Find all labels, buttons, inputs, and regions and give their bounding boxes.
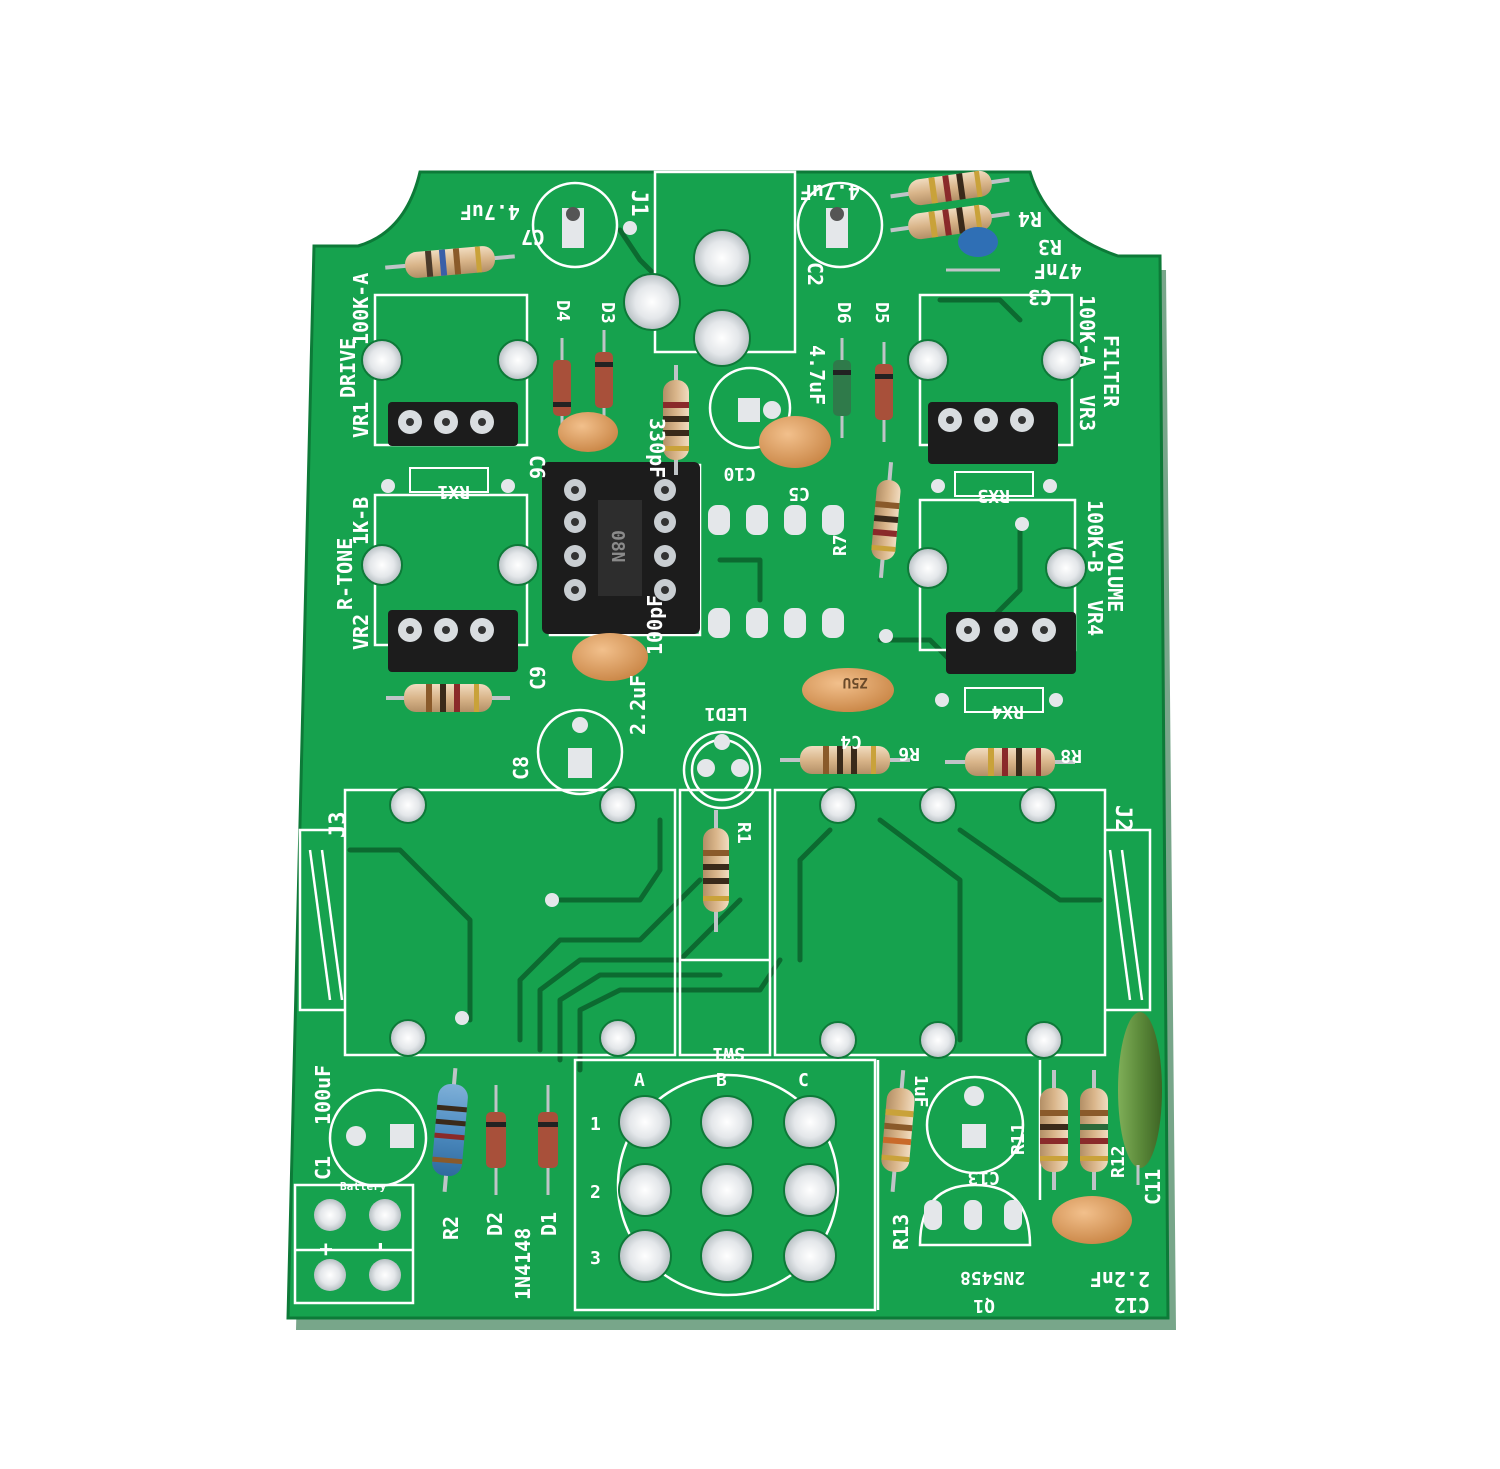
- film-cap-c11: [1118, 1012, 1162, 1185]
- label-led1: LED1: [705, 703, 748, 724]
- label-c13: C13: [967, 1167, 1000, 1188]
- resistors: [385, 170, 1108, 1192]
- label-c9: C9: [526, 666, 550, 690]
- led-pads: [697, 734, 749, 777]
- label-sw-name: SW1: [712, 1043, 745, 1064]
- label-r2: R2: [439, 1216, 463, 1240]
- label-r1: R1: [733, 822, 754, 844]
- label-c4: C4: [840, 731, 862, 752]
- label-c6: C6: [525, 455, 549, 479]
- label-c7-value: 4.7uF: [460, 200, 520, 224]
- label-sw-row-1: 1: [590, 1114, 601, 1135]
- label-c3: C3: [1028, 285, 1052, 309]
- label-diode-part: 1N4148: [511, 1228, 535, 1300]
- label-r6: R6: [898, 743, 920, 764]
- label-c12-value: 2.2nF: [1090, 1267, 1150, 1291]
- label-c9-value: 100pF: [643, 595, 667, 655]
- label-q1-part: 2N5458: [960, 1267, 1025, 1288]
- label-vr3: VR3: [1075, 395, 1099, 431]
- label-vr2: VR2: [349, 614, 373, 650]
- label-c7: C7: [521, 225, 545, 249]
- label-minus: -: [368, 1240, 393, 1253]
- label-vr3-name: FILTER: [1099, 335, 1123, 408]
- label-sw-row-2: 2: [590, 1182, 601, 1203]
- small-pads: [381, 221, 1063, 1230]
- label-d1: D1: [537, 1212, 561, 1236]
- diodes: [486, 330, 893, 1195]
- label-vr1-name: DRIVE: [336, 338, 360, 398]
- copper-traces: [347, 227, 1103, 1073]
- label-r11: R11: [1008, 1122, 1029, 1155]
- label-d4: D4: [552, 300, 573, 322]
- label-c12: C12: [1114, 1293, 1150, 1317]
- label-sw-row-3: 3: [590, 1248, 601, 1269]
- label-vr3-value: 100K-A: [1075, 295, 1099, 367]
- pot-header-vr1: [388, 402, 518, 446]
- label-c13-value: 1uF: [910, 1075, 931, 1108]
- label-r12: R12: [1108, 1145, 1129, 1178]
- label-c6-value: 330pF: [645, 418, 669, 478]
- label-vr1: VR1: [349, 402, 373, 438]
- ic-socket: [542, 462, 700, 634]
- label-c1: C1: [311, 1156, 335, 1180]
- label-battery: Battery: [340, 1180, 387, 1193]
- label-r3: R3: [1038, 235, 1062, 259]
- label-r7: R7: [830, 534, 851, 556]
- label-q1: Q1: [973, 1295, 995, 1316]
- label-j2: J2: [1110, 805, 1135, 832]
- label-c10-value: 4.7uF: [805, 345, 829, 405]
- label-sw-col-b: B: [716, 1070, 727, 1091]
- label-plus: +: [314, 1243, 339, 1256]
- label-c8-value: 2.2uF: [626, 675, 650, 735]
- label-c2: C2: [803, 262, 827, 286]
- label-sw-col-a: A: [634, 1070, 645, 1091]
- label-d2: D2: [483, 1212, 507, 1236]
- label-c8: C8: [509, 756, 533, 780]
- label-c11: C11: [1141, 1169, 1165, 1205]
- label-vr4-value: 100K-B: [1083, 500, 1107, 572]
- pot-header-vr3: [928, 402, 1058, 464]
- label-vr2-name: R-TONE: [333, 538, 357, 610]
- label-c1-value: 100uF: [311, 1065, 335, 1125]
- label-j3: J3: [326, 812, 351, 839]
- label-r8: R8: [1060, 745, 1082, 766]
- label-c5: C5: [788, 483, 810, 504]
- large-pads: [361, 229, 1087, 1059]
- label-sw-col-c: C: [798, 1070, 809, 1091]
- battery-pads: [314, 1199, 401, 1291]
- label-vr4: VR4: [1083, 600, 1107, 636]
- label-c2-value: 4.7uF: [800, 180, 860, 204]
- label-ic-marking: 08N: [607, 530, 628, 563]
- silk-labels: J1 4.7uF C7 C2 4.7uF R4 R3 47nF C3 100K-…: [311, 180, 1165, 1317]
- electrolytic-pads: [346, 207, 986, 1148]
- label-vr4-name: VOLUME: [1103, 540, 1127, 612]
- label-vr1-value: 100K-A: [349, 273, 373, 345]
- label-c10: C10: [723, 463, 756, 484]
- pot-header-vr2: [388, 610, 518, 672]
- ceramic-caps: [558, 227, 1132, 1244]
- label-d3: D3: [597, 302, 618, 324]
- label-j1: J1: [626, 190, 651, 217]
- label-r4: R4: [1018, 207, 1042, 231]
- label-vr2-value: 1K-B: [349, 497, 373, 545]
- label-c3-value: 47nF: [1034, 259, 1082, 283]
- pot-header-vr4: [946, 612, 1076, 674]
- label-d5: D5: [871, 302, 892, 324]
- footswitch-pads: [618, 1095, 837, 1283]
- label-r13: R13: [889, 1214, 913, 1250]
- label-d6: D6: [833, 302, 854, 324]
- label-cap-marking: Z5U: [843, 674, 868, 690]
